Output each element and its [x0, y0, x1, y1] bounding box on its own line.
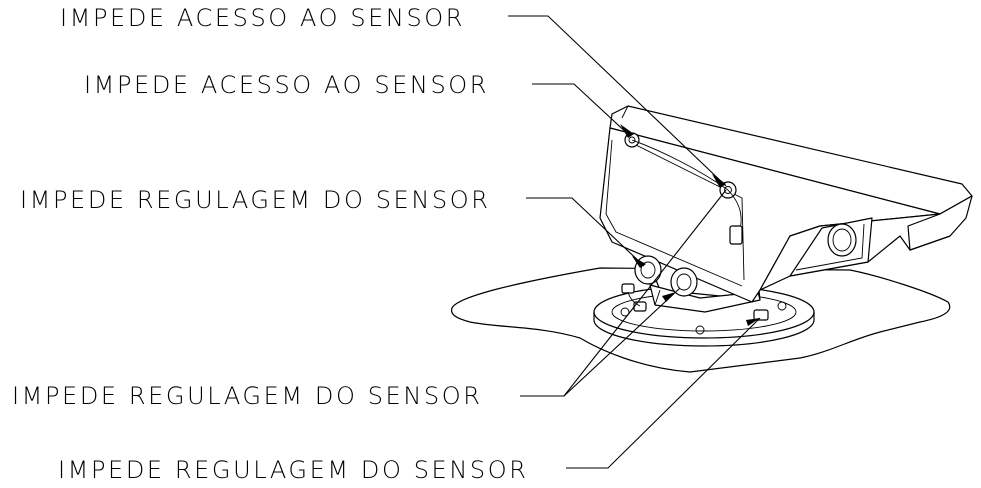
callout-access-2-label: IMPEDE ACESSO AO SENSOR: [84, 71, 489, 99]
callout-adjust-1: IMPEDE REGULAGEM DO SENSOR: [20, 186, 645, 267]
callout-access-1: IMPEDE ACESSO AO SENSOR: [60, 4, 727, 187]
callout-access-2: IMPEDE ACESSO AO SENSOR: [84, 71, 631, 137]
callout-adjust-2-label: IMPEDE REGULAGEM DO SENSOR: [12, 382, 482, 410]
callout-adjust-1-label: IMPEDE REGULAGEM DO SENSOR: [20, 186, 490, 214]
seal-screws: [621, 132, 769, 321]
callout-adjust-2: IMPEDE REGULAGEM DO SENSOR: [12, 189, 727, 410]
callout-adjust-3-label: IMPEDE REGULAGEM DO SENSOR: [58, 456, 528, 484]
adjust-knob-right: [670, 267, 698, 297]
callout-access-1-label: IMPEDE ACESSO AO SENSOR: [60, 4, 465, 32]
callout-adjust-3: IMPEDE REGULAGEM DO SENSOR: [58, 317, 761, 484]
sensor-housing: [599, 105, 973, 303]
